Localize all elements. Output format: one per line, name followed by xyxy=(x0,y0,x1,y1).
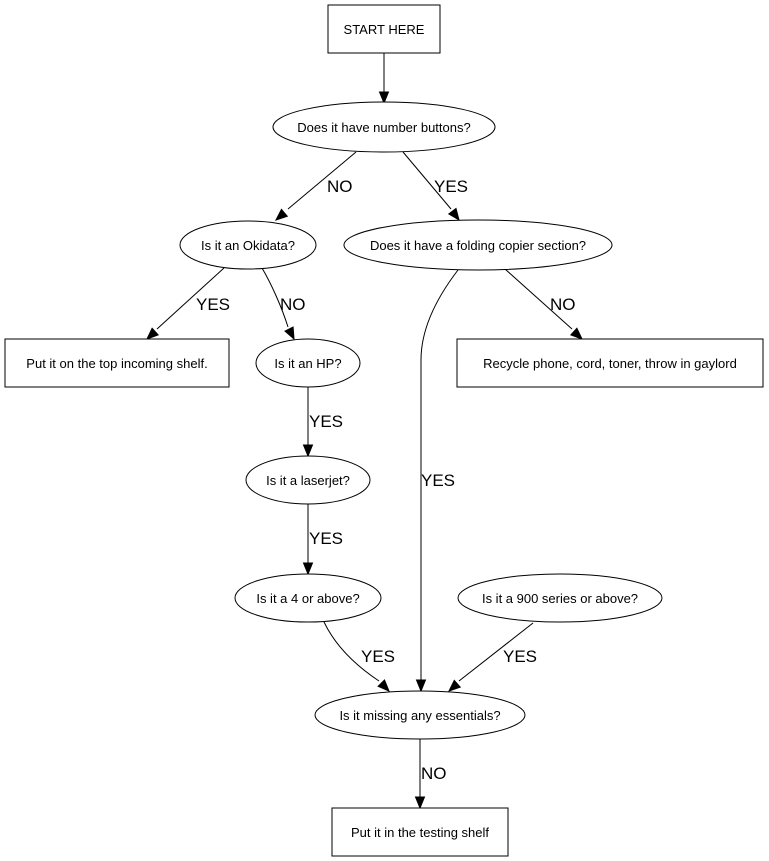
arrowhead-icon xyxy=(302,444,314,458)
node-label: Put it in the testing shelf xyxy=(351,825,489,840)
box-shape xyxy=(331,807,509,857)
node-missing-essentials: Is it missing any essentials? xyxy=(314,690,526,740)
ellipse-shape xyxy=(245,455,371,505)
edge-label: NO xyxy=(421,764,447,783)
edge-line xyxy=(323,621,380,682)
arrowhead-icon xyxy=(569,327,583,340)
edge-number-buttons-to-folding-copier: YES xyxy=(402,151,468,222)
node-hp: Is it an HP? xyxy=(255,338,361,388)
ellipse-shape xyxy=(343,219,613,271)
edge-label: YES xyxy=(309,529,343,548)
ellipse-shape xyxy=(314,690,526,740)
node-recycle: Recycle phone, cord, toner, throw in gay… xyxy=(456,338,764,388)
arrowhead-icon xyxy=(284,326,295,341)
edge-label: NO xyxy=(550,295,576,314)
edge-label: YES xyxy=(196,295,230,314)
edge-folding-copier-to-missing-essentials: YES xyxy=(415,269,459,693)
edge-label: NO xyxy=(280,295,306,314)
arrowhead-icon xyxy=(448,679,462,692)
edge-four-or-above-to-missing-essentials: YES xyxy=(323,621,395,692)
edge-missing-essentials-to-testing-shelf: NO xyxy=(414,739,447,810)
ellipse-shape xyxy=(179,220,317,270)
ellipse-shape xyxy=(234,573,382,623)
arrowhead-icon xyxy=(414,796,426,810)
node-four-or-above: Is it a 4 or above? xyxy=(234,573,382,623)
node-number-buttons: Does it have number buttons? xyxy=(272,101,496,153)
edge-label: YES xyxy=(503,647,537,666)
node-label: Does it have a folding copier section? xyxy=(370,238,586,253)
edge-label: YES xyxy=(434,177,468,196)
node-label: Recycle phone, cord, toner, throw in gay… xyxy=(483,356,737,371)
edge-line xyxy=(402,151,452,210)
edge-line xyxy=(504,268,573,330)
edge-laserjet-to-four-or-above: YES xyxy=(302,504,343,576)
edge-nine-hundred-to-missing-essentials: YES xyxy=(448,622,537,692)
node-top-shelf: Put it on the top incoming shelf. xyxy=(4,338,230,388)
node-label: Is it missing any essentials? xyxy=(339,708,500,723)
box-shape xyxy=(456,338,764,388)
arrowhead-icon xyxy=(377,679,390,692)
edge-line xyxy=(287,151,357,210)
box-shape xyxy=(327,4,441,54)
node-testing-shelf: Put it in the testing shelf xyxy=(331,807,509,857)
edge-okidata-to-top-shelf: YES xyxy=(146,267,230,340)
node-label: Is it a 900 series or above? xyxy=(482,591,638,606)
edges-layer: NO YES YES NO NO YES YES YES YES YES NO xyxy=(146,53,583,810)
node-laserjet: Is it a laserjet? xyxy=(245,455,371,505)
ellipse-shape xyxy=(272,101,496,153)
arrowhead-icon xyxy=(378,91,390,105)
edge-folding-copier-to-recycle: NO xyxy=(504,268,583,340)
edge-label: NO xyxy=(327,177,353,196)
node-label: Is it an Okidata? xyxy=(201,238,295,253)
edge-hp-to-laserjet: YES xyxy=(302,387,343,458)
edge-label: YES xyxy=(421,471,455,490)
edge-line xyxy=(156,267,225,330)
edge-okidata-to-hp: NO xyxy=(261,267,306,341)
ellipse-shape xyxy=(457,573,663,623)
node-folding-copier: Does it have a folding copier section? xyxy=(343,219,613,271)
edge-label: YES xyxy=(361,647,395,666)
node-label: Is it an HP? xyxy=(274,356,341,371)
node-label: Is it a laserjet? xyxy=(266,473,350,488)
edge-label: YES xyxy=(309,412,343,431)
edge-line xyxy=(458,622,534,682)
node-label: Is it a 4 or above? xyxy=(256,591,359,606)
arrowhead-icon xyxy=(302,562,314,576)
arrowhead-icon xyxy=(415,679,427,693)
ellipse-shape xyxy=(255,338,361,388)
edge-number-buttons-to-okidata: NO xyxy=(274,151,357,221)
node-label: START HERE xyxy=(344,22,425,37)
box-shape xyxy=(4,338,230,388)
node-label: Put it on the top incoming shelf. xyxy=(26,356,207,371)
edge-start-to-number-buttons xyxy=(378,53,390,105)
edge-line xyxy=(261,267,289,328)
node-okidata: Is it an Okidata? xyxy=(179,220,317,270)
arrowhead-icon xyxy=(447,207,460,222)
node-label: Does it have number buttons? xyxy=(297,120,470,135)
arrowhead-icon xyxy=(274,208,289,221)
edge-line xyxy=(420,269,459,680)
node-start: START HERE xyxy=(327,4,441,54)
node-nine-hundred: Is it a 900 series or above? xyxy=(457,573,663,623)
arrowhead-icon xyxy=(146,327,160,340)
nodes-layer: START HERE Does it have number buttons? Is… xyxy=(4,4,764,857)
